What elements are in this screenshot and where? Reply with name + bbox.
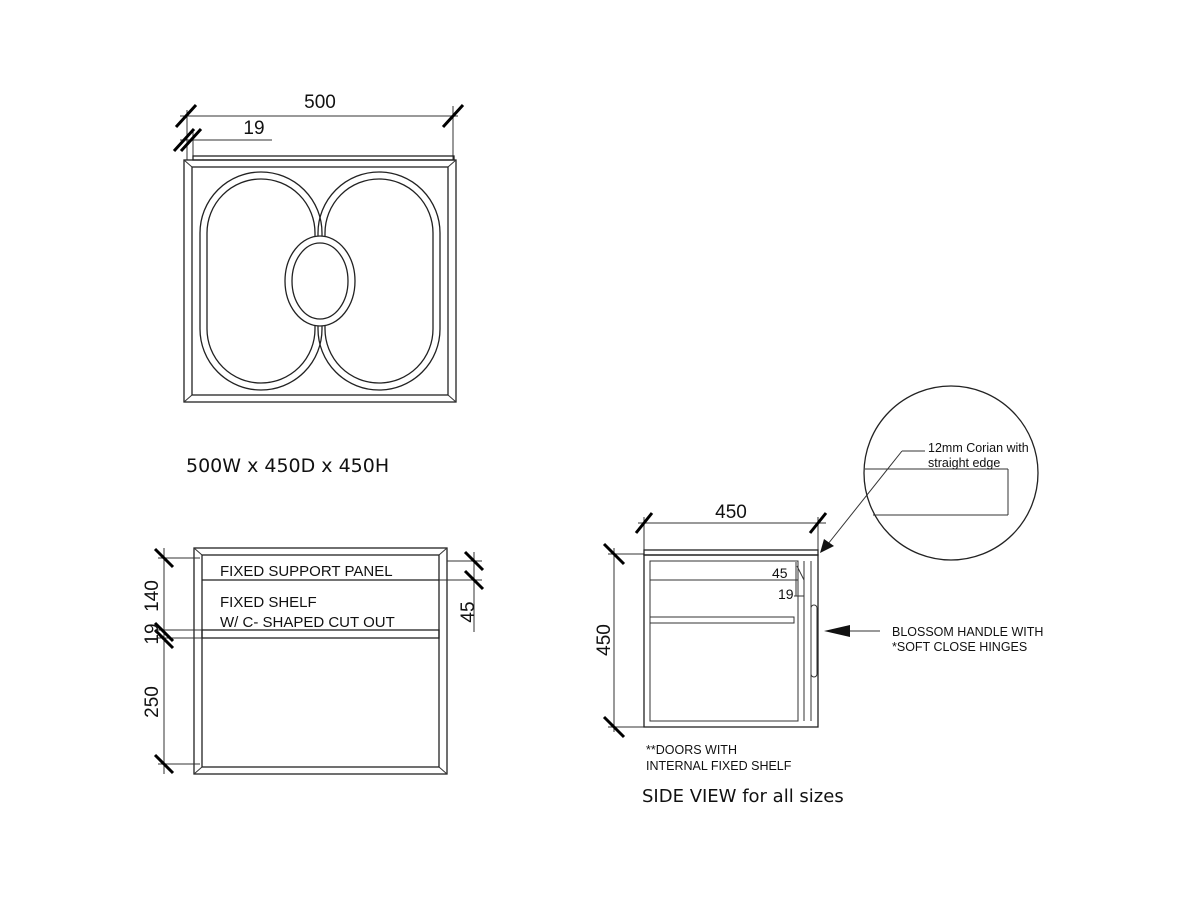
plan-width-dim: 500 (304, 92, 336, 113)
side-depth-tick-left (634, 512, 654, 534)
corian-note-line1: 12mm Corian with (928, 441, 1029, 455)
plan-center-oval-outer (284, 235, 356, 327)
handle-note-line2: *SOFT CLOSE HINGES (892, 640, 1027, 654)
side-outer-body (643, 554, 819, 728)
front-right-tick-top (463, 550, 485, 572)
plan-inner-frame (191, 166, 449, 396)
detail-leader (823, 450, 903, 550)
front-shelf (201, 629, 440, 639)
detail-leader-arrow (820, 539, 834, 553)
plan-miter-bl (183, 394, 193, 403)
plan-miter-tr (447, 159, 457, 168)
front-miter-tl (193, 547, 203, 556)
detail-circle (863, 385, 1039, 561)
plan-outer-frame (183, 159, 457, 403)
doors-note-line2: INTERNAL FIXED SHELF (646, 759, 792, 773)
side-inner-body (649, 560, 799, 722)
plan-tick-panel-a (172, 127, 196, 153)
front-miter-bl (193, 766, 203, 775)
side-height-tick-top (602, 542, 626, 566)
side-small-hatch (796, 565, 805, 581)
front-dim-250: 250 (142, 686, 163, 718)
front-dim-140: 140 (142, 580, 163, 612)
front-support-panel-label: FIXED SUPPORT PANEL (220, 563, 393, 580)
side-shelf (649, 616, 795, 624)
front-miter-br (438, 766, 448, 775)
front-miter-tr (438, 547, 448, 556)
plan-view: 500 19 500W x 450D x 450H (172, 92, 465, 477)
front-shelf-label-line2: W/ C- SHAPED CUT OUT (220, 614, 395, 631)
plan-panel-dim: 19 (243, 118, 264, 139)
side-view-caption: SIDE VIEW for all sizes (642, 786, 844, 807)
side-height-tick-bottom (602, 715, 626, 739)
doors-note-line1: **DOORS WITH (646, 743, 737, 757)
front-tick-shelf-a (153, 621, 175, 643)
side-height-dim: 450 (594, 624, 615, 656)
plan-miter-tl (183, 159, 193, 168)
plan-center-oval-inner (291, 242, 349, 320)
front-right-tick-bottom (463, 569, 485, 591)
front-dim-19: 19 (142, 623, 163, 644)
front-section: FIXED SUPPORT PANEL FIXED SHELF W/ C- SH… (142, 547, 485, 775)
handle-note-line1: BLOSSOM HANDLE WITH (892, 625, 1043, 639)
plan-tick-left (174, 103, 198, 129)
front-shelf-label-line1: FIXED SHELF (220, 594, 317, 611)
plan-miter-br (447, 394, 457, 403)
plan-tick-panel-b (179, 127, 203, 153)
front-outer-frame (193, 547, 448, 775)
front-tick-bottom (153, 753, 175, 775)
plan-tick-right (441, 103, 465, 129)
corian-note-line2: straight edge (928, 456, 1000, 470)
handle-leader-arrow (824, 625, 850, 637)
side-view: 450 450 45 19 12mm Corian with straight … (594, 385, 1043, 807)
front-dim-45: 45 (458, 601, 479, 622)
plan-size-caption: 500W x 450D x 450H (186, 455, 389, 477)
blossom-handle (810, 604, 818, 678)
front-tick-shelf-b (153, 628, 175, 650)
side-dim-45: 45 (772, 565, 788, 581)
front-inner-frame (201, 554, 440, 768)
side-depth-dim: 450 (715, 502, 747, 523)
side-dim-19: 19 (778, 586, 794, 602)
side-corian-top (643, 549, 819, 556)
side-depth-tick-right (808, 512, 828, 534)
front-tick-top (153, 547, 175, 569)
